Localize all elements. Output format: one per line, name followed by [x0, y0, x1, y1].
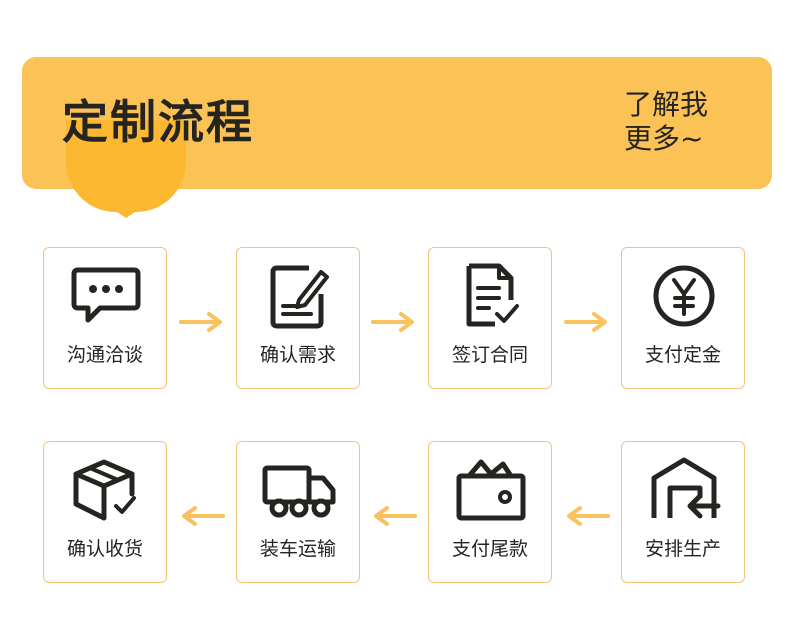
step-label: 支付定金: [644, 344, 721, 366]
wallet-icon: [456, 459, 526, 521]
arrow-left-icon: [182, 506, 225, 526]
page-title: 定制流程: [62, 95, 254, 149]
learn-more-line2: 更多~: [624, 122, 704, 155]
step-label: 支付尾款: [451, 538, 528, 560]
edit-document-icon: [270, 265, 329, 329]
step-card-negotiate: 沟通洽谈: [43, 247, 167, 389]
warehouse-icon: [651, 457, 721, 519]
step-card-sign-contract: 签订合同: [428, 247, 552, 389]
contract-check-icon: [466, 263, 519, 327]
step-label: 签订合同: [451, 344, 528, 366]
step-card-confirm-receipt: 确认收货: [43, 441, 167, 583]
arrow-right-icon: [371, 312, 414, 332]
step-label: 沟通洽谈: [66, 344, 143, 366]
step-card-shipping: 装车运输: [236, 441, 360, 583]
step-card-pay-deposit: 支付定金: [621, 247, 745, 389]
step-label: 装车运输: [259, 538, 336, 560]
chat-bubble-icon: [71, 267, 141, 323]
learn-more-link[interactable]: 了解我 更多~: [624, 88, 708, 156]
arrow-right-icon: [564, 312, 607, 332]
step-card-confirm-needs: 确认需求: [236, 247, 360, 389]
header-tab-decoration: [66, 120, 186, 218]
step-label: 确认需求: [259, 344, 336, 366]
arrow-left-icon: [567, 506, 610, 526]
learn-more-line1: 了解我: [624, 88, 709, 121]
step-label: 确认收货: [66, 538, 143, 560]
truck-icon: [262, 465, 336, 518]
step-card-pay-balance: 支付尾款: [428, 441, 552, 583]
yuan-coin-icon: [653, 265, 715, 327]
package-check-icon: [73, 459, 136, 521]
step-card-production: 安排生产: [621, 441, 745, 583]
step-label: 安排生产: [644, 538, 721, 560]
arrow-right-icon: [179, 312, 222, 332]
arrow-left-icon: [374, 506, 417, 526]
